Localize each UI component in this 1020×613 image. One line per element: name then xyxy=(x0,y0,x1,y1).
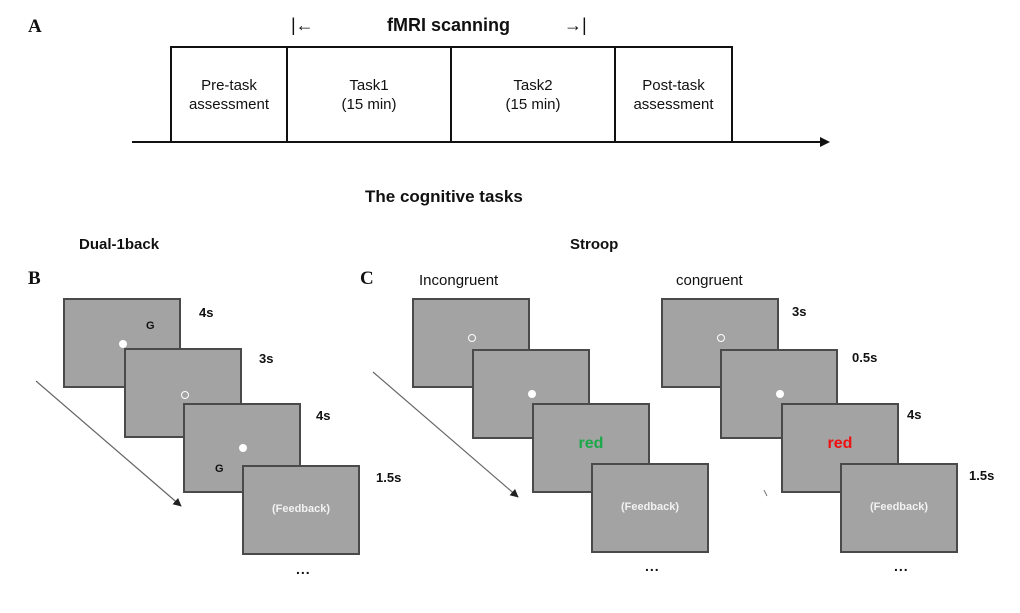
duration-label: 3s xyxy=(259,351,274,366)
duration-label: 4s xyxy=(316,408,331,423)
feedback-text: (Feedback) xyxy=(620,501,680,513)
congruent-screen-2 xyxy=(720,349,838,439)
duration-label: 3s xyxy=(792,304,807,319)
stray-mark xyxy=(763,489,768,497)
duration-label: 1.5s xyxy=(969,468,995,483)
congruent-label: congruent xyxy=(676,272,743,289)
panel-c-title: Stroop xyxy=(570,236,619,253)
stage-label: Task2 xyxy=(513,77,553,94)
stage-label: Post-task xyxy=(642,77,705,94)
stage-post-task: Post-task assessment xyxy=(614,46,733,142)
panel-c-letter: C xyxy=(360,268,374,289)
stroop-word: red xyxy=(827,435,853,452)
fixation-dot-open-icon xyxy=(717,334,725,342)
stage-sublabel: assessment xyxy=(633,96,714,113)
stage-sublabel: (15 min) xyxy=(505,96,561,113)
stage-label: Task1 xyxy=(349,77,389,94)
fixation-dot-open-icon xyxy=(468,334,476,342)
fixation-dot-filled-icon xyxy=(239,444,247,452)
timeline-arrowhead-icon xyxy=(820,137,830,147)
feedback-text: (Feedback) xyxy=(869,501,929,513)
stimulus-letter: G xyxy=(215,463,224,475)
stage-pre-task: Pre-task assessment xyxy=(170,46,288,142)
stage-sublabel: assessment xyxy=(188,96,270,113)
timeline-axis xyxy=(132,141,822,143)
continuation-ellipsis: ... xyxy=(296,561,311,577)
panel-b-letter: B xyxy=(28,268,41,289)
dual-screen-feedback: (Feedback) xyxy=(242,465,360,555)
duration-label: 0.5s xyxy=(852,350,878,365)
stage-sublabel: (15 min) xyxy=(341,96,397,113)
feedback-text: (Feedback) xyxy=(271,503,331,515)
scan-start-marker: |← xyxy=(291,15,314,35)
stroop-word: red xyxy=(578,435,604,452)
stimulus-letter: G xyxy=(146,320,155,332)
stage-task2: Task2 (15 min) xyxy=(450,46,616,142)
fixation-dot-filled-icon xyxy=(528,390,536,398)
duration-label: 1.5s xyxy=(376,470,402,485)
incongruent-screen-feedback: (Feedback) xyxy=(591,463,709,553)
congruent-screen-feedback: (Feedback) xyxy=(840,463,958,553)
continuation-ellipsis: ... xyxy=(645,558,660,574)
fixation-dot-filled-icon xyxy=(119,340,127,348)
stage-task1: Task1 (15 min) xyxy=(286,46,452,142)
duration-label: 4s xyxy=(907,407,922,422)
fmri-scanning-label: fMRI scanning xyxy=(387,15,511,35)
stage-label: Pre-task xyxy=(201,77,257,94)
duration-label: 4s xyxy=(199,305,214,320)
panel-b-title: Dual-1back xyxy=(79,236,160,253)
fixation-dot-filled-icon xyxy=(776,390,784,398)
continuation-ellipsis: ... xyxy=(894,558,909,574)
scan-end-marker: →| xyxy=(564,15,587,35)
section-title: The cognitive tasks xyxy=(365,187,523,206)
fixation-dot-open-icon xyxy=(181,391,189,399)
panel-a-letter: A xyxy=(28,16,42,37)
incongruent-label: Incongruent xyxy=(419,272,499,289)
